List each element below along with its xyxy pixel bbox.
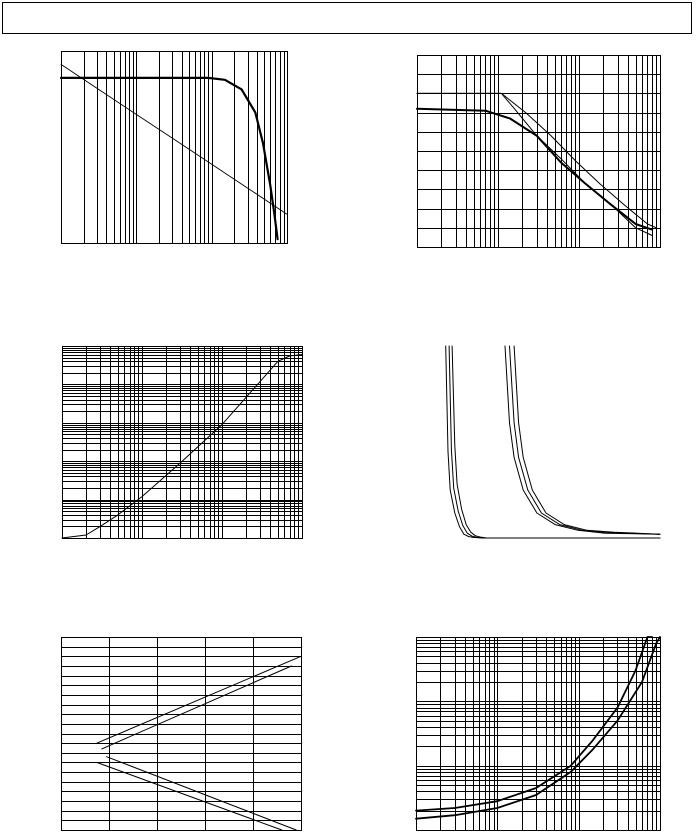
series-line-3 (451, 345, 661, 539)
plot-frame (62, 346, 303, 539)
series-line-3 (416, 107, 654, 231)
series-line-5 (509, 345, 661, 535)
plot-frame (61, 51, 288, 244)
gridlines (61, 637, 302, 831)
series-line-6 (513, 345, 661, 535)
series-line-2 (101, 665, 292, 750)
gridlines (415, 636, 662, 832)
series-line-4 (504, 345, 661, 535)
plot-frame (61, 637, 302, 831)
series-line-1 (416, 92, 653, 236)
series-line-1 (445, 345, 661, 539)
series-line-1 (96, 655, 302, 744)
gridlines (60, 51, 289, 243)
series-line-2 (60, 63, 288, 215)
series-line-1 (59, 76, 279, 241)
series-line-1 (415, 636, 653, 812)
plot-frame (416, 637, 661, 831)
gridlines (61, 345, 304, 540)
gridlines (416, 55, 662, 248)
series-line-3 (96, 762, 283, 831)
series-line-2 (416, 92, 657, 229)
page-header-frame (2, 2, 692, 34)
series-line-2 (448, 345, 661, 539)
plot-frame (417, 55, 661, 248)
series-line-1 (61, 354, 303, 539)
series-line-2 (415, 636, 661, 820)
series-line-4 (106, 756, 297, 831)
